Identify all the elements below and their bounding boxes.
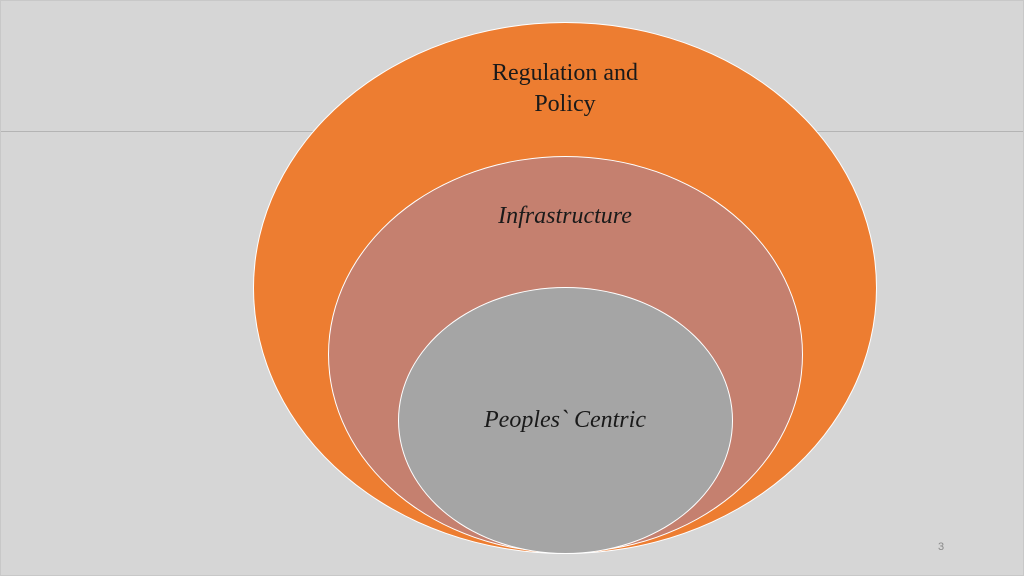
regulation-policy-label-line1: Regulation and [492, 60, 638, 86]
regulation-policy-label: Regulation and Policy [441, 58, 689, 120]
infrastructure-label: Infrastructure [498, 203, 632, 229]
regulation-policy-label-line2: Policy [534, 91, 596, 117]
slide-number: 3 [937, 541, 945, 553]
peoples-centric-ellipse [398, 287, 733, 554]
peoples-centric-label: Peoples` Centric [484, 407, 646, 433]
